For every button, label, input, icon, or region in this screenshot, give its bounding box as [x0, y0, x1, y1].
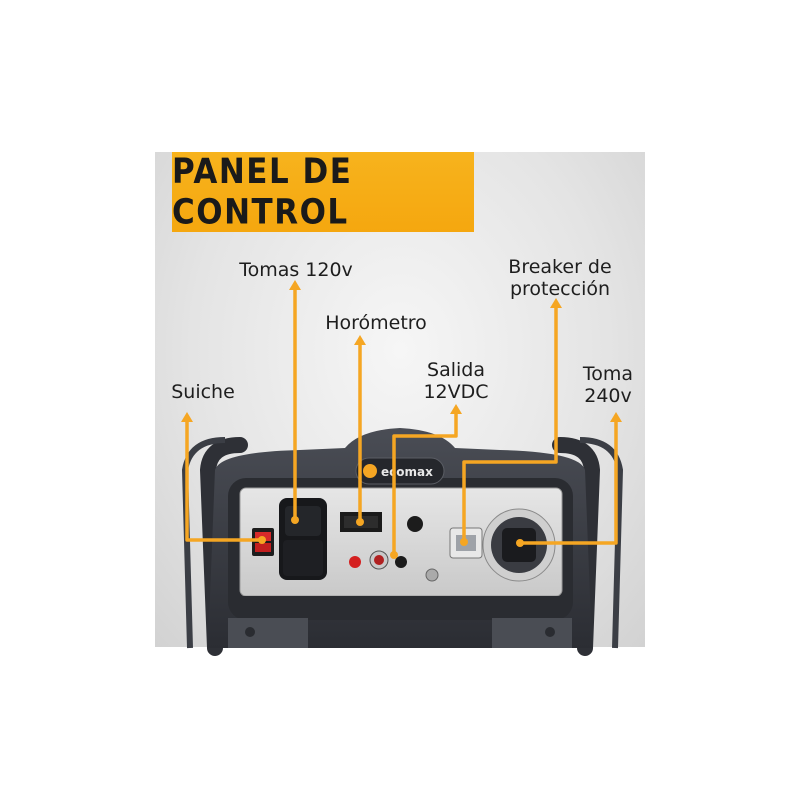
callout-breaker-line2: protección — [509, 278, 611, 300]
callout-toma-240v: Toma 240v — [566, 363, 650, 407]
callout-horometro-label: Horómetro — [325, 312, 427, 334]
leader-toma-240v — [520, 420, 618, 545]
callout-horometro: Horómetro — [314, 312, 438, 334]
dc-12v-terminals — [349, 550, 439, 582]
leader-lines — [185, 288, 618, 555]
callout-toma-line2: 240v — [584, 385, 632, 407]
leader-suiche — [185, 420, 262, 542]
callout-tomas-120v: Tomas 120v — [230, 259, 362, 281]
leader-salida-12vdc — [392, 412, 458, 555]
brand-badge: ecomax — [355, 457, 445, 485]
callout-salida-line2: 12VDC — [423, 381, 489, 403]
title-banner — [172, 152, 474, 232]
callout-suiche: Suiche — [160, 381, 246, 403]
leader-breaker — [462, 306, 558, 542]
outlet-120v-cover — [279, 498, 327, 580]
callout-tomas-120v-label: Tomas 120v — [239, 259, 353, 281]
callout-toma-line1: Toma — [582, 363, 634, 385]
callout-breaker: Breaker de protección — [496, 256, 624, 300]
voltage-selector-knob — [407, 516, 423, 532]
lower-frame — [228, 618, 572, 648]
brand-logo-text: ecomax — [381, 465, 433, 479]
callout-suiche-label: Suiche — [171, 381, 235, 403]
page-title: PANEL DE CONTROL — [172, 151, 353, 233]
roll-cage — [181, 437, 624, 656]
callout-breaker-line1: Breaker de — [508, 256, 612, 278]
leader-arrowheads — [181, 280, 622, 422]
leader-endpoints — [258, 516, 524, 559]
callout-salida-line1: Salida — [427, 359, 485, 381]
callout-salida-12vdc: Salida 12VDC — [410, 359, 502, 403]
